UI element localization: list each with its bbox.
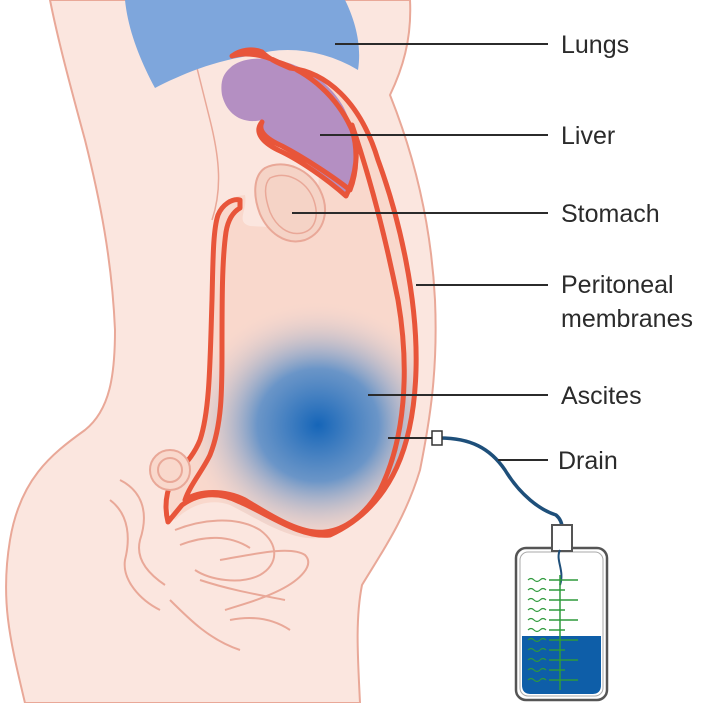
drain-connector xyxy=(431,430,443,446)
liver-shape xyxy=(221,58,356,195)
label-drain: Drain xyxy=(558,447,618,475)
label-liver: Liver xyxy=(561,122,615,150)
label-ascites: Ascites xyxy=(561,382,642,410)
label-peritoneal-line2: membranes xyxy=(561,305,693,333)
stomach-shape xyxy=(254,163,326,243)
label-lungs: Lungs xyxy=(561,31,629,59)
label-peritoneal-line1: Peritoneal xyxy=(561,271,674,299)
peritoneal-membrane xyxy=(163,47,419,538)
stomach-inner xyxy=(264,174,317,235)
lungs-shape xyxy=(125,0,360,88)
label-stomach: Stomach xyxy=(561,200,660,228)
drain-tube xyxy=(439,436,565,536)
drainage-bag xyxy=(514,524,609,702)
pelvic-organs xyxy=(109,449,310,651)
